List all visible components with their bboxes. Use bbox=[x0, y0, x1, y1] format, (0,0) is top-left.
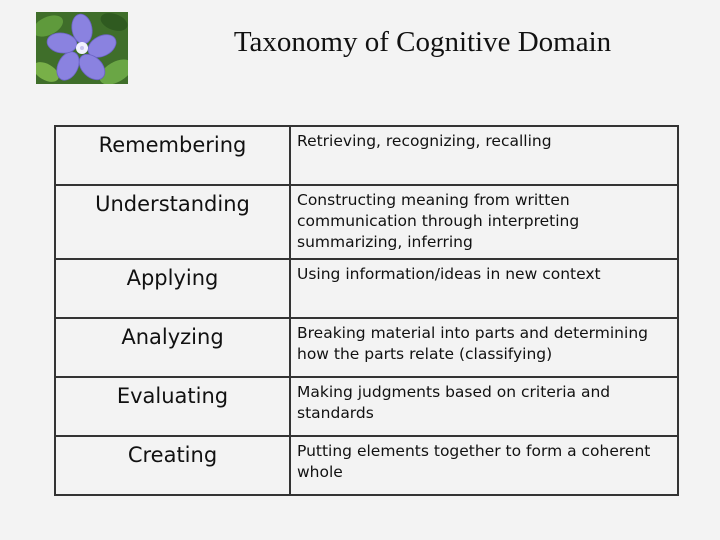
taxonomy-table: Remembering Retrieving, recognizing, rec… bbox=[54, 125, 679, 496]
table-row: Evaluating Making judgments based on cri… bbox=[54, 376, 679, 437]
term-cell: Understanding bbox=[54, 184, 291, 260]
slide-title: Taxonomy of Cognitive Domain bbox=[233, 26, 612, 58]
table-row: Understanding Constructing meaning from … bbox=[54, 184, 679, 260]
description-cell: Making judgments based on criteria and s… bbox=[289, 376, 679, 437]
term-cell: Evaluating bbox=[54, 376, 291, 437]
term-cell: Remembering bbox=[54, 125, 291, 186]
flower-image bbox=[36, 12, 128, 84]
term-cell: Analyzing bbox=[54, 317, 291, 378]
description-cell: Putting elements together to form a cohe… bbox=[289, 435, 679, 496]
table-row: Remembering Retrieving, recognizing, rec… bbox=[54, 125, 679, 186]
description-cell: Using information/ideas in new context bbox=[289, 258, 679, 319]
table-row: Creating Putting elements together to fo… bbox=[54, 435, 679, 496]
table-row: Applying Using information/ideas in new … bbox=[54, 258, 679, 319]
description-cell: Retrieving, recognizing, recalling bbox=[289, 125, 679, 186]
description-cell: Breaking material into parts and determi… bbox=[289, 317, 679, 378]
table-row: Analyzing Breaking material into parts a… bbox=[54, 317, 679, 378]
term-cell: Creating bbox=[54, 435, 291, 496]
term-cell: Applying bbox=[54, 258, 291, 319]
description-cell: Constructing meaning from written commun… bbox=[289, 184, 679, 260]
